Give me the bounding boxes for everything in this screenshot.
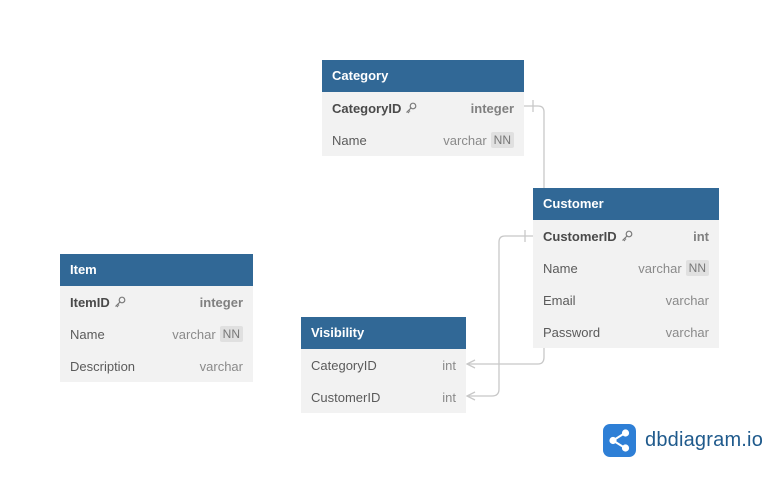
field-name: Name: [70, 326, 105, 342]
field-type: varchar: [665, 292, 709, 308]
not-null-badge: NN: [219, 326, 243, 342]
key-icon: [621, 230, 633, 242]
not-null-badge: NN: [490, 132, 514, 148]
field-row[interactable]: Password varchar: [533, 316, 719, 348]
field-type: varchar: [665, 324, 709, 340]
field-type: integer: [470, 100, 514, 116]
field-name: CustomerID: [311, 389, 381, 405]
field-type: int: [693, 228, 709, 244]
table-customer[interactable]: Customer CustomerID int Name varchar NN …: [533, 188, 719, 348]
many-marker-visibility-category: [465, 359, 476, 369]
field-row[interactable]: CategoryID int: [301, 349, 466, 381]
field-name: Name: [332, 132, 367, 148]
table-header[interactable]: Customer: [533, 188, 719, 220]
not-null-badge: NN: [685, 260, 709, 276]
field-name: ItemID: [70, 294, 110, 310]
field-row[interactable]: Name varchar NN: [60, 318, 253, 350]
table-header[interactable]: Item: [60, 254, 253, 286]
field-name: Password: [543, 324, 601, 340]
field-name: Description: [70, 358, 136, 374]
brand-link[interactable]: dbdiagram.io: [603, 424, 763, 457]
field-row[interactable]: Email varchar: [533, 284, 719, 316]
field-type: varchar: [443, 132, 487, 148]
field-type: integer: [199, 294, 243, 310]
field-type: int: [442, 389, 456, 405]
field-row[interactable]: ItemID integer: [60, 286, 253, 318]
field-name: CustomerID: [543, 228, 617, 244]
dbdiagram-logo-icon: [603, 424, 636, 457]
key-icon: [406, 102, 417, 114]
field-row[interactable]: Description varchar: [60, 350, 253, 382]
field-row[interactable]: CustomerID int: [533, 220, 719, 252]
many-marker-visibility-customer: [465, 391, 476, 401]
field-name: Name: [543, 260, 578, 276]
relation-customer-visibility: [467, 235, 533, 397]
field-row[interactable]: Name varchar NN: [322, 124, 524, 156]
table-category[interactable]: Category CategoryID integer Name varchar…: [322, 60, 524, 156]
table-visibility[interactable]: Visibility CategoryID int CustomerID int: [301, 317, 466, 413]
field-type: varchar: [638, 260, 682, 276]
field-type: varchar: [199, 358, 243, 374]
brand-text: dbdiagram.io: [645, 429, 764, 451]
field-type: int: [442, 357, 456, 373]
table-header[interactable]: Category: [322, 60, 524, 92]
field-name: CategoryID: [311, 357, 377, 373]
field-row[interactable]: CustomerID int: [301, 381, 466, 413]
field-name: Email: [543, 292, 576, 308]
field-row[interactable]: CategoryID integer: [322, 92, 524, 124]
table-header[interactable]: Visibility: [301, 317, 466, 349]
table-item[interactable]: Item ItemID integer Name varchar NN Desc…: [60, 254, 253, 382]
key-icon: [114, 296, 126, 308]
field-row[interactable]: Name varchar NN: [533, 252, 719, 284]
field-type: varchar: [172, 326, 216, 342]
field-name: CategoryID: [332, 100, 402, 116]
